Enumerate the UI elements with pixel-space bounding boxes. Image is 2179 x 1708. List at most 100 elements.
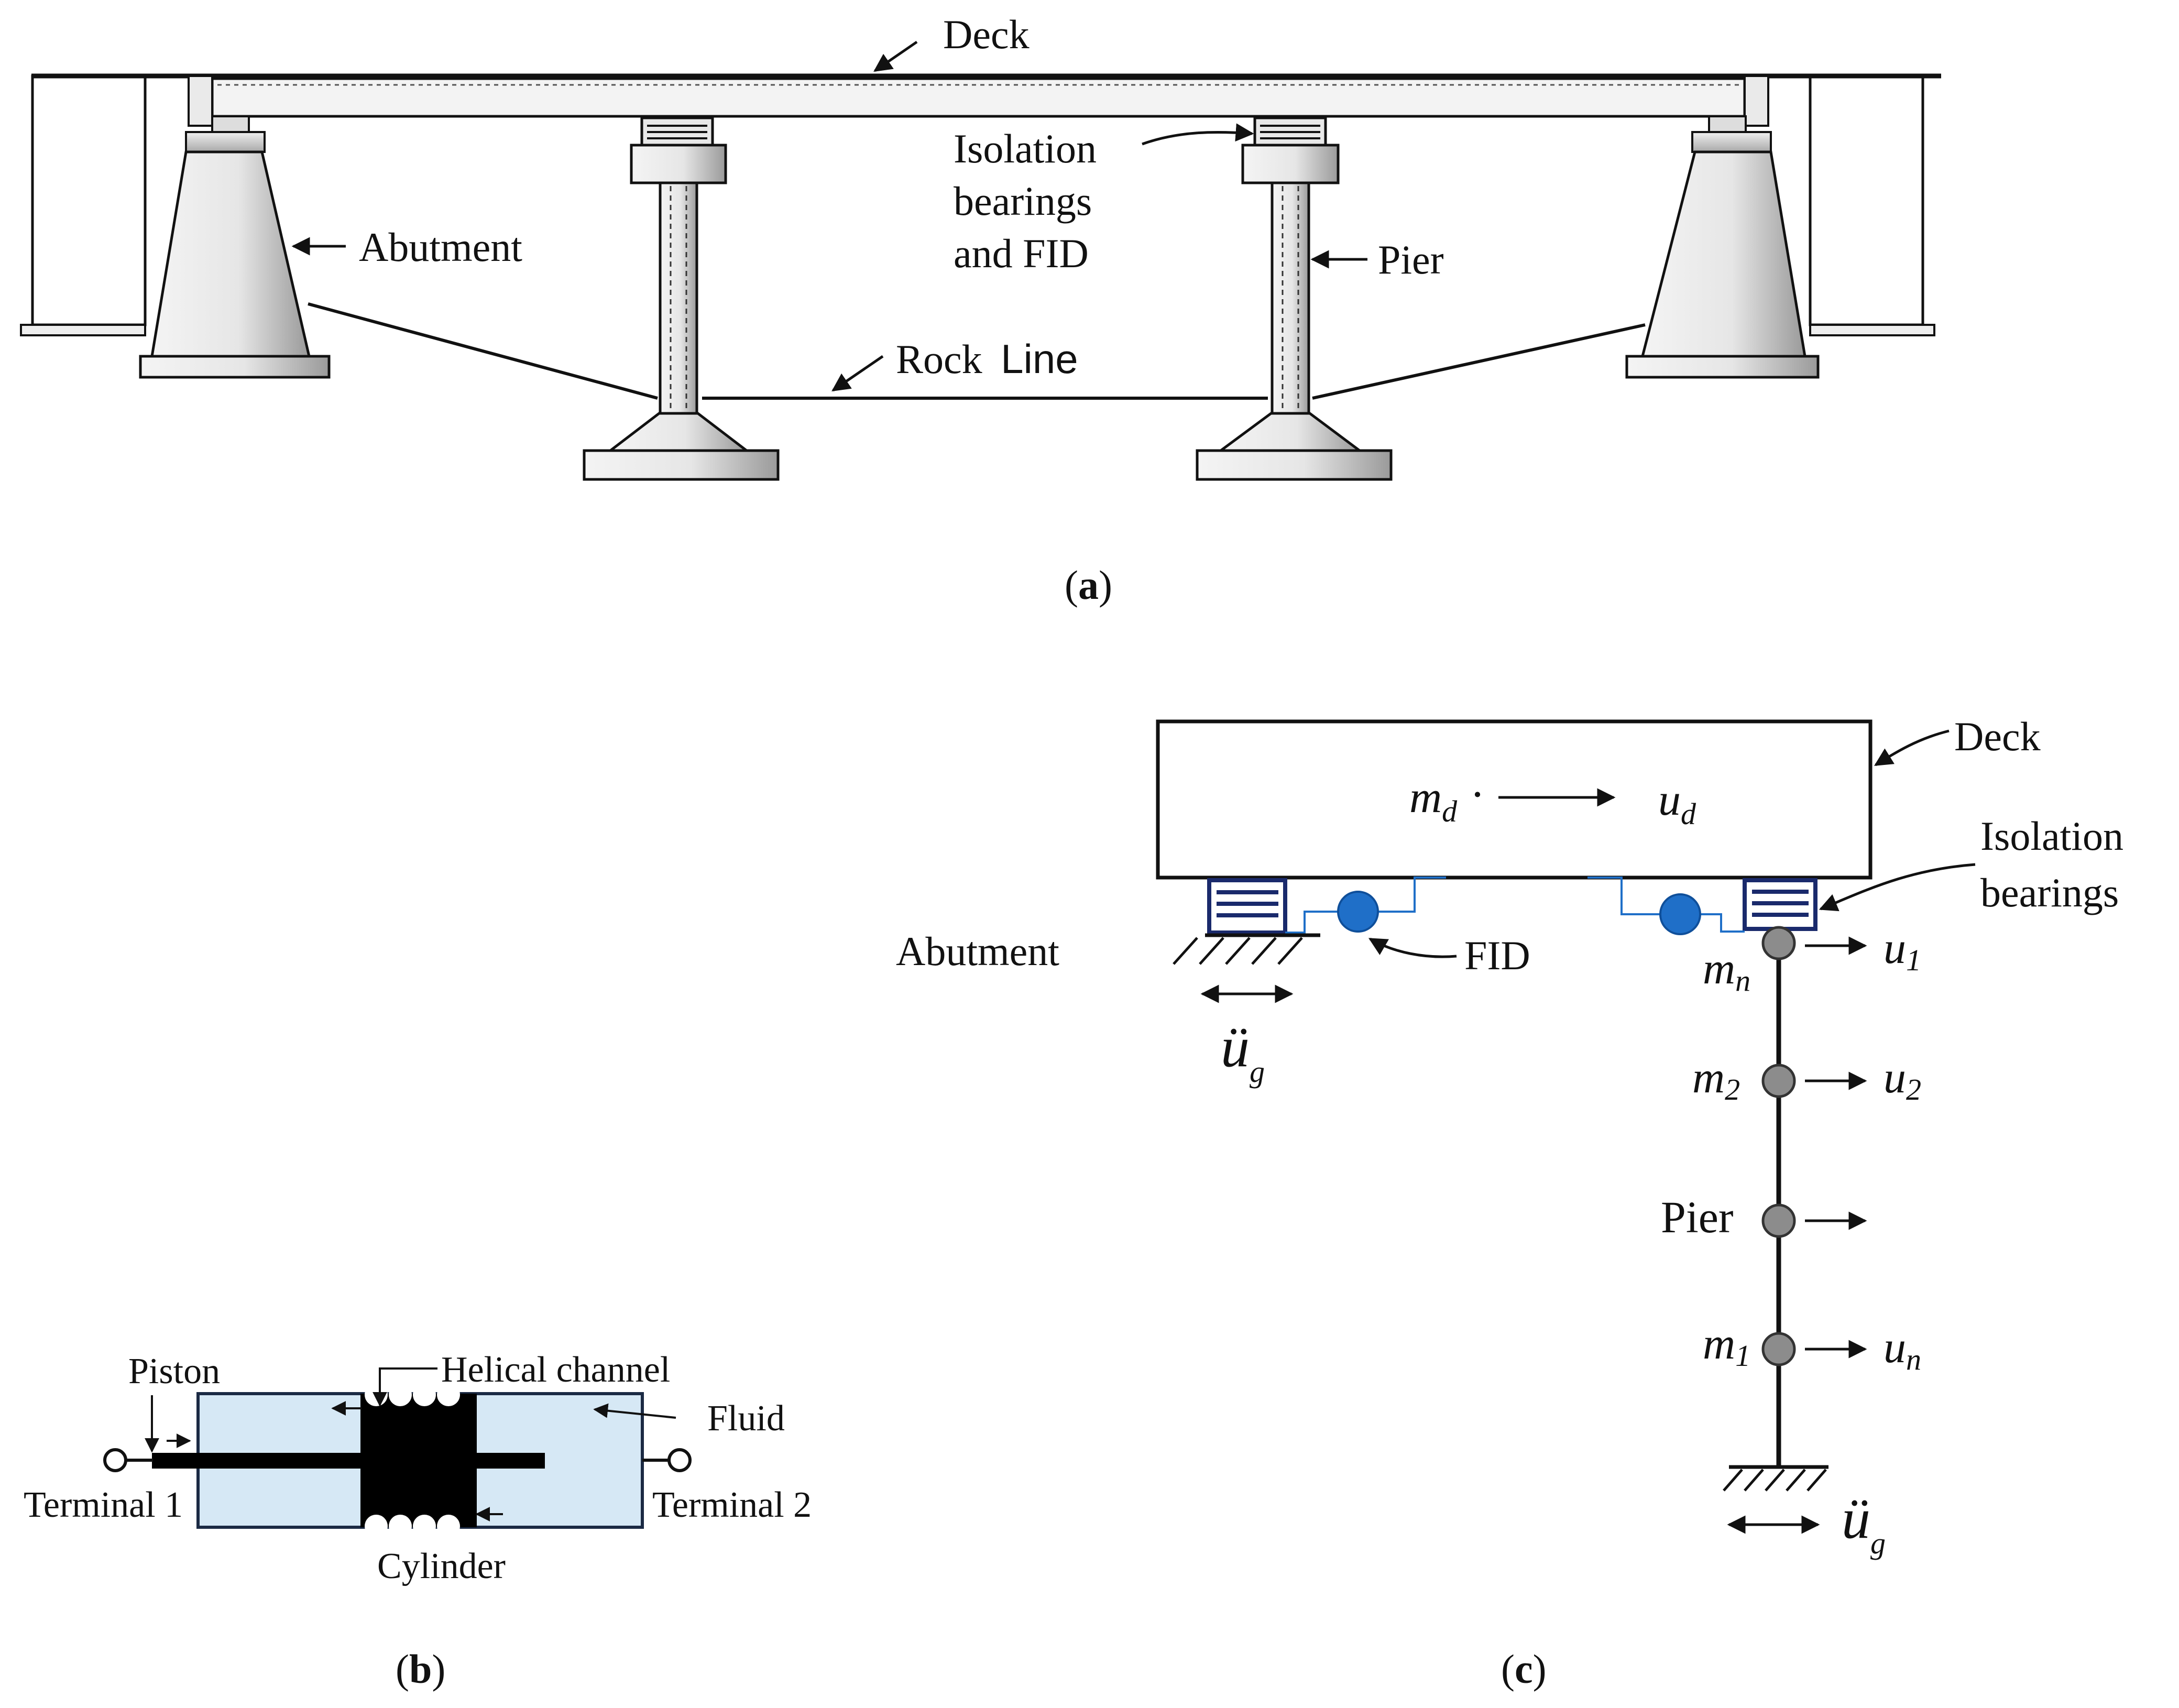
left-fid-link-top xyxy=(1375,877,1446,913)
symbol-md: md xyxy=(1409,772,1458,828)
caption-b-open: ( xyxy=(396,1646,409,1692)
label-isolation-c-1: Isolation xyxy=(1980,813,2123,859)
ud-sub: d xyxy=(1681,797,1696,831)
fid-pointer xyxy=(1368,937,1457,958)
symbol-un: un xyxy=(1884,1322,1921,1376)
symbol-mn: mn xyxy=(1703,943,1750,998)
label-deck-c: Deck xyxy=(1954,714,2041,759)
label-terminal-2: Terminal 2 xyxy=(652,1485,812,1525)
symbol-m1: m1 xyxy=(1703,1318,1750,1373)
label-line: Line xyxy=(1001,336,1078,382)
deck-mass-box xyxy=(1156,719,1873,880)
piston-head xyxy=(360,1383,477,1538)
m2-base: m xyxy=(1692,1052,1725,1102)
label-helical-channel: Helical channel xyxy=(441,1350,670,1390)
node-m1 xyxy=(1761,1332,1796,1366)
symbol-ug-abutment: üg xyxy=(1221,1015,1265,1089)
label-isolation-2: bearings xyxy=(954,178,1092,224)
caption-c-open: ( xyxy=(1501,1646,1515,1692)
piston-rod xyxy=(152,1453,545,1469)
mn-base: m xyxy=(1703,943,1735,993)
helical-pointer xyxy=(373,1367,437,1407)
isolation-pointer-c xyxy=(1819,863,1976,912)
isolation-pointer xyxy=(1142,123,1254,146)
symbol-dot: · xyxy=(1471,769,1483,819)
ug-pier-sub: g xyxy=(1870,1526,1886,1560)
ug-pier-base: ü xyxy=(1842,1486,1870,1550)
label-piston: Piston xyxy=(128,1351,220,1392)
un-sub: n xyxy=(1906,1342,1921,1376)
caption-b: (b) xyxy=(396,1646,445,1692)
u2-sub: 2 xyxy=(1906,1072,1921,1107)
abutment-ground xyxy=(1173,933,1320,965)
right-fid-link-top xyxy=(1587,877,1663,915)
caption-c-letter: c xyxy=(1515,1646,1533,1692)
m1-base: m xyxy=(1703,1318,1735,1368)
symbol-ug-pier: üg xyxy=(1842,1486,1886,1560)
un-base: u xyxy=(1884,1322,1906,1372)
deck-pointer-c xyxy=(1874,729,1950,767)
label-abutment: Abutment xyxy=(359,224,522,270)
caption-a-letter: a xyxy=(1078,562,1099,608)
pier-ground xyxy=(1723,1465,1828,1492)
caption-c-close: ) xyxy=(1533,1646,1547,1692)
label-isolation-3: and FID xyxy=(954,231,1089,276)
node-pier xyxy=(1761,1203,1796,1238)
label-isolation-1: Isolation xyxy=(954,126,1097,171)
label-pier: Pier xyxy=(1378,237,1444,282)
terminal-2-pin xyxy=(667,1448,692,1472)
label-fid: FID xyxy=(1464,933,1530,978)
fluid-pointer xyxy=(593,1403,676,1419)
right-fid-link xyxy=(1700,913,1745,933)
label-fluid: Fluid xyxy=(707,1398,785,1439)
caption-a: (a) xyxy=(1065,562,1112,608)
right-abutment xyxy=(1625,131,1820,379)
rock-line-pointer xyxy=(831,355,884,392)
left-fid-damper xyxy=(1337,891,1379,933)
label-terminal-1: Terminal 1 xyxy=(24,1485,183,1525)
caption-b-letter: b xyxy=(409,1646,432,1692)
left-side-walls xyxy=(20,74,250,336)
left-pier xyxy=(583,116,780,481)
right-pier xyxy=(1196,116,1393,481)
symbol-u2: u2 xyxy=(1884,1052,1921,1107)
deck-slab xyxy=(31,73,1941,118)
u2-base: u xyxy=(1884,1052,1906,1102)
m2-sub: 2 xyxy=(1725,1072,1740,1107)
label-pier-c: Pier xyxy=(1661,1192,1734,1242)
label-rock-line: Rock Line xyxy=(896,336,1078,382)
node-m2 xyxy=(1761,1064,1796,1098)
right-fid-damper xyxy=(1659,893,1701,935)
rock-line xyxy=(308,302,1646,400)
caption-a-close: ) xyxy=(1099,562,1112,608)
label-isolation-c-2: bearings xyxy=(1980,870,2119,915)
md-sub: d xyxy=(1442,794,1458,828)
panel-b: Piston Helical channel Fluid Terminal 1 … xyxy=(24,1350,812,1692)
caption-a-open: ( xyxy=(1065,562,1078,608)
left-abutment xyxy=(139,131,331,379)
label-abutment-c: Abutment xyxy=(896,928,1059,974)
right-isolation-bearing xyxy=(1743,878,1817,931)
ug-abutment-base: ü xyxy=(1221,1015,1250,1079)
right-side-walls xyxy=(1708,74,1935,336)
mn-sub: n xyxy=(1735,964,1750,998)
label-rock: Rock xyxy=(896,336,982,382)
caption-c: (c) xyxy=(1501,1646,1547,1692)
left-fid-link xyxy=(1285,911,1341,934)
panel-c: Deck md · ud xyxy=(896,714,2123,1692)
panel-a: Deck Isolation bearings and FID Abutment… xyxy=(20,12,1941,608)
terminal-1-pin xyxy=(103,1448,127,1472)
caption-b-close: ) xyxy=(432,1646,445,1692)
symbol-u1: u1 xyxy=(1884,923,1921,977)
deck-pointer xyxy=(873,40,918,72)
m1-sub: 1 xyxy=(1735,1339,1750,1373)
u1-base: u xyxy=(1884,923,1906,973)
symbol-m2: m2 xyxy=(1692,1052,1740,1107)
label-deck: Deck xyxy=(943,12,1030,57)
left-isolation-bearing xyxy=(1207,878,1287,935)
node-mn xyxy=(1761,926,1796,960)
md-base: m xyxy=(1409,772,1442,822)
ud-base: u xyxy=(1658,774,1681,825)
symbol-ud: ud xyxy=(1658,774,1696,831)
